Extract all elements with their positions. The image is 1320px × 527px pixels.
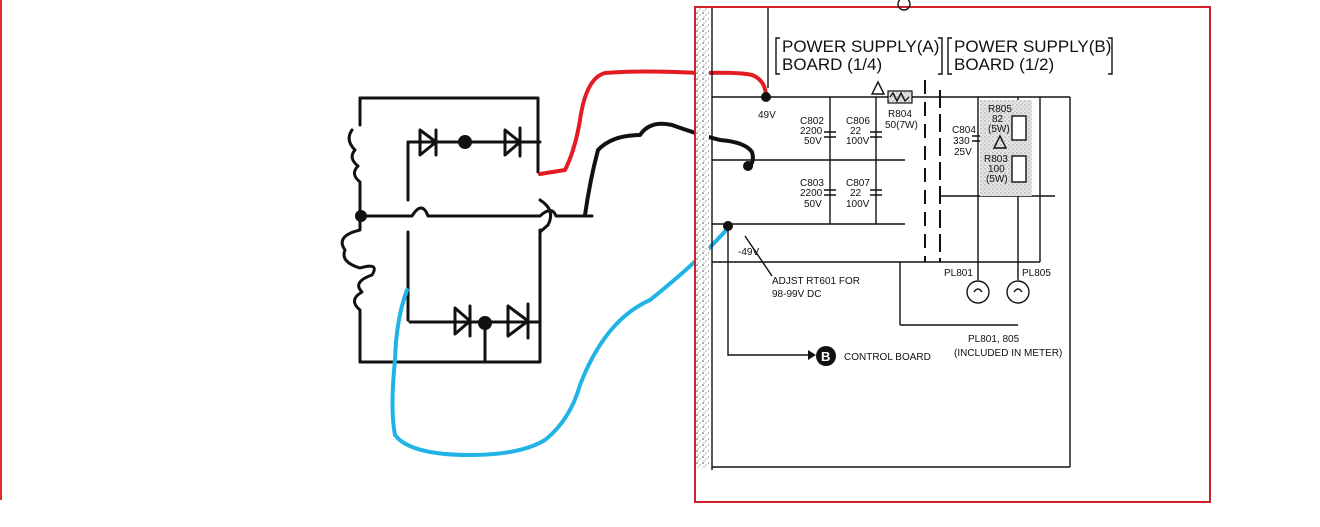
bridge-outer-top [358, 96, 540, 174]
header-b-line2: BOARD (1/2) [954, 55, 1054, 74]
c803-value: 2200 [800, 188, 823, 199]
control-arrow [808, 350, 816, 360]
c804-rating: 25V [954, 147, 972, 158]
header-a-line2: BOARD (1/4) [782, 55, 882, 74]
adjust-note-line2: 98-99V DC [772, 289, 821, 300]
fuse-triangle [870, 80, 886, 95]
pl801-lamp [966, 280, 990, 304]
pl805-filament [1013, 288, 1023, 293]
node-center [743, 161, 753, 171]
control-board-label: CONTROL BOARD [844, 352, 931, 363]
c804-name: C804 [952, 125, 976, 136]
r804-name: R804 [888, 109, 912, 120]
r805-value: 82 [992, 114, 1004, 125]
blue-wire [390, 226, 730, 457]
schematic-region: POWER SUPPLY(A) BOARD (1/4) POWER SUPPLY… [694, 0, 1211, 503]
r805-name: R805 [988, 104, 1012, 115]
header-b-line1: POWER SUPPLY(B) [954, 37, 1111, 56]
red-wire [538, 69, 768, 176]
r803-name: R803 [984, 154, 1008, 165]
bracket-a [775, 37, 943, 75]
c806-rating: 100V [846, 136, 870, 147]
c807-value: 22 [850, 188, 862, 199]
junction-dot-top [458, 135, 472, 149]
header-a-line1: POWER SUPPLY(A) [782, 37, 939, 56]
c807-symbol [870, 189, 882, 196]
c807-rating: 100V [846, 199, 870, 210]
adjust-note-line1: ADJST RT601 FOR [772, 276, 860, 287]
c803-symbol [824, 189, 836, 196]
black-wire [583, 121, 755, 217]
c802-value: 2200 [800, 126, 823, 137]
c804-value: 330 [953, 136, 970, 147]
r805-body [1011, 115, 1027, 141]
r803-value: 100 [988, 164, 1005, 175]
control-line [727, 230, 808, 356]
diode-top-left [418, 128, 438, 157]
c803-name: C803 [800, 178, 824, 189]
pl-note-line1: PL801, 805 [968, 334, 1020, 345]
c807-name: C807 [846, 178, 870, 189]
r-triangle [992, 134, 1008, 149]
scan-edge-texture [695, 8, 709, 468]
r804-zigzag [889, 91, 910, 103]
r803-body [1011, 155, 1027, 183]
bracket-b [947, 37, 1113, 75]
control-badge [816, 346, 836, 366]
c806-value: 22 [850, 126, 862, 137]
r803-rating: (5W) [986, 174, 1008, 185]
pl801-label: PL801 [944, 268, 973, 279]
bridge-right-hop [538, 198, 553, 234]
diode-bottom-right [506, 302, 530, 340]
c802-rating: 50V [804, 136, 822, 147]
r804-value: 50(7W) [885, 120, 918, 131]
label-49v: 49V [758, 110, 776, 121]
diode-bottom-left [453, 304, 472, 338]
label-neg49v: -49V [738, 247, 759, 258]
transformer-coil-bottom [340, 214, 376, 364]
pl-note-line2: (INCLUDED IN METER) [954, 348, 1062, 359]
center-tap-line [358, 206, 594, 218]
c803-rating: 50V [804, 199, 822, 210]
pl801-filament [973, 288, 983, 293]
c802-name: C802 [800, 116, 824, 127]
top-circle-fragment [897, 0, 911, 11]
hand-drawn-rectifier [340, 96, 594, 364]
adjust-leader [744, 235, 773, 277]
diode-top-right [503, 126, 522, 158]
pl805-lamp [1006, 280, 1030, 304]
pl805-label: PL805 [1022, 268, 1051, 279]
c806-symbol [870, 131, 882, 138]
bridge-outer-bottom [358, 228, 542, 364]
transformer-coil-top [347, 96, 362, 218]
c802-symbol [824, 131, 836, 138]
junction-dot-center [355, 210, 367, 222]
schematic-frame [694, 6, 1211, 503]
node-49v [761, 92, 771, 102]
control-badge-letter: B [821, 349, 830, 364]
c806-name: C806 [846, 116, 870, 127]
r805-rating: (5W) [988, 124, 1010, 135]
node-neg49v [723, 221, 733, 231]
